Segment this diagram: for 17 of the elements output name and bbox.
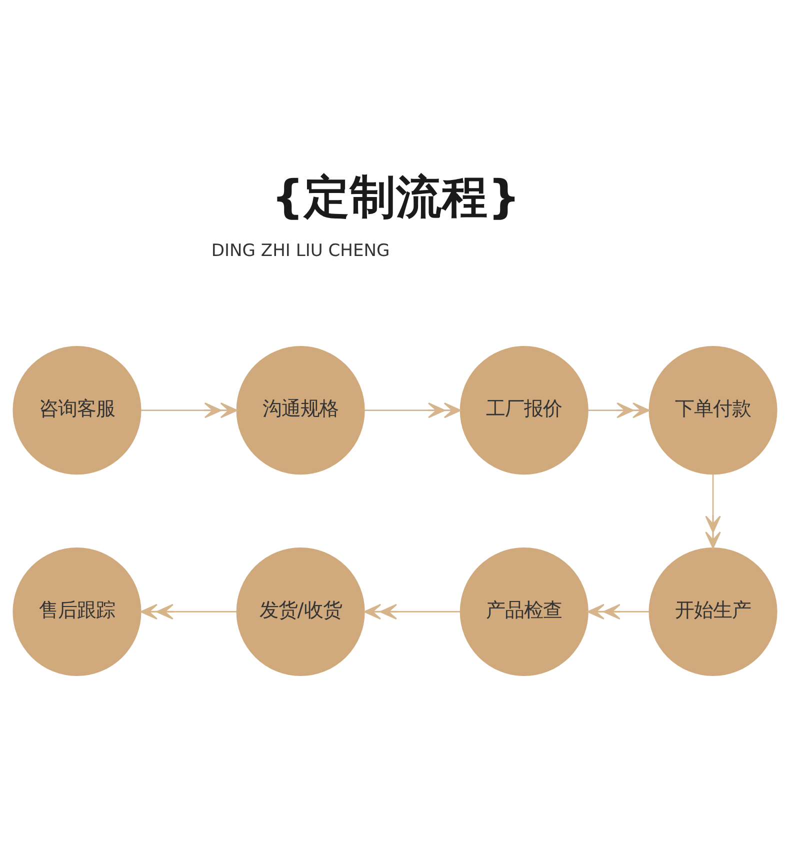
arrow xyxy=(588,402,650,418)
node-circle: 下单付款 xyxy=(648,346,778,475)
node-circle: 沟通规格 xyxy=(236,346,365,475)
arrow xyxy=(705,474,721,549)
arrow xyxy=(364,402,462,418)
node-circle: 开始生产 xyxy=(648,547,778,676)
arrow xyxy=(364,604,460,620)
node-circle: 工厂报价 xyxy=(460,346,588,475)
diagram-title: {定制流程} xyxy=(272,170,520,224)
node-circle: 售后跟踪 xyxy=(12,547,142,676)
label: DING ZHI LIU CHENG xyxy=(211,241,390,262)
arrow xyxy=(140,402,238,418)
arrow xyxy=(587,604,650,620)
node-circle: 发货/收货 xyxy=(236,547,365,676)
node-circle: 产品检查 xyxy=(460,547,588,676)
arrow xyxy=(140,604,237,620)
node-circle: 咨询客服 xyxy=(12,346,142,475)
